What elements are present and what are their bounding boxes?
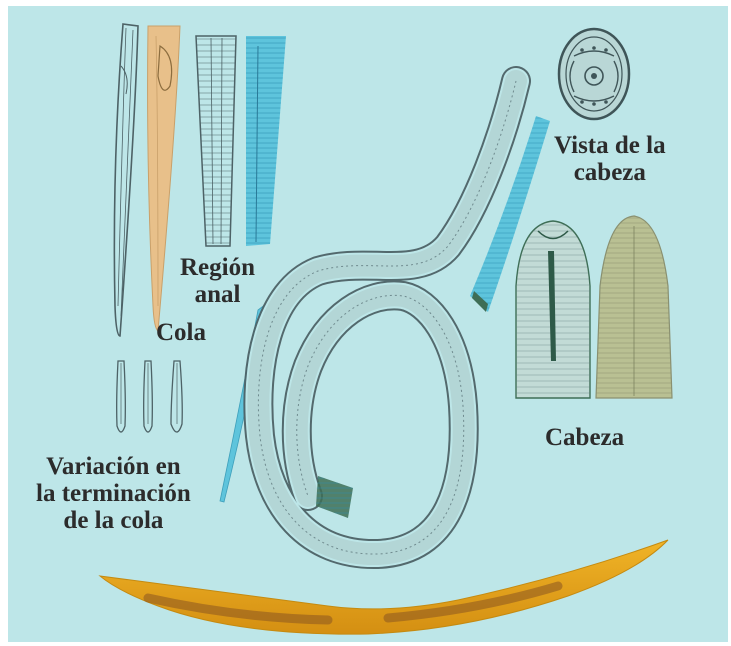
label-variacion-line-2: la terminación bbox=[36, 480, 191, 507]
anal-region-blue-drawing bbox=[246, 36, 286, 246]
label-variacion-cola: Variación en la terminación de la cola bbox=[36, 453, 191, 534]
tail-tan-drawing bbox=[148, 26, 180, 331]
label-cabeza-text: Cabeza bbox=[545, 424, 624, 451]
head-olive-drawing bbox=[596, 216, 672, 398]
label-region-anal-line-2: anal bbox=[180, 281, 255, 308]
tail-variation-1 bbox=[117, 361, 126, 432]
tail-outline-drawing bbox=[114, 24, 138, 336]
label-vista-cabeza-line-2: cabeza bbox=[554, 159, 666, 186]
label-region-anal-line-1: Región bbox=[180, 254, 255, 281]
nematode-illustration-plate: Región anal Cola Vista de la cabeza Cabe… bbox=[8, 6, 728, 642]
label-variacion-line-3: de la cola bbox=[36, 507, 191, 534]
label-region-anal: Región anal bbox=[180, 254, 255, 308]
tail-variation-2 bbox=[144, 361, 153, 432]
label-vista-cabeza-line-1: Vista de la bbox=[554, 132, 666, 159]
label-cabeza: Cabeza bbox=[545, 424, 624, 451]
tail-variation-3 bbox=[171, 361, 182, 432]
head-face-view-drawing bbox=[559, 29, 629, 119]
label-variacion-line-1: Variación en bbox=[36, 453, 191, 480]
label-cola: Cola bbox=[156, 319, 206, 346]
nematode-drawings bbox=[8, 6, 728, 642]
coiled-nematode-drawing bbox=[258, 81, 516, 554]
label-vista-cabeza: Vista de la cabeza bbox=[554, 132, 666, 186]
anal-region-outline-drawing bbox=[196, 36, 236, 246]
label-cola-text: Cola bbox=[156, 319, 206, 346]
head-green-drawing bbox=[516, 221, 590, 398]
